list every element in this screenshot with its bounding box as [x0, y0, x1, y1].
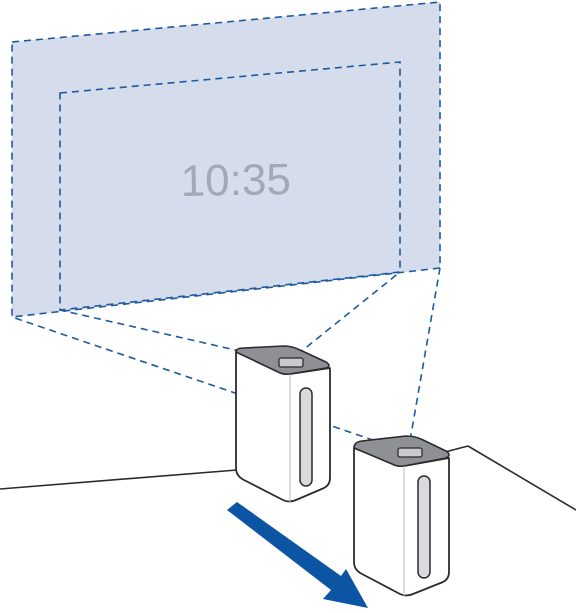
projection-beams-far: [11, 267, 441, 453]
floor-edge-right: [467, 445, 576, 511]
projector-near: [235, 345, 331, 503]
projector-far-lens: [397, 447, 423, 458]
projected-clock-text: 10:35: [180, 155, 291, 206]
projected-image-small: [59, 61, 401, 311]
projector-far-slot: [417, 475, 431, 579]
move-arrow-shape: [227, 502, 368, 608]
floor-edge-left: [0, 469, 238, 490]
floor-edge-back: [444, 445, 469, 453]
projected-image-small-area: [59, 61, 401, 311]
projector-far-body: [353, 447, 450, 597]
beam-far-upper: [407, 267, 441, 453]
projector-near-lens: [278, 357, 304, 368]
beam-near-upper: [287, 271, 401, 363]
projected-image-large-area: [11, 1, 441, 318]
projector-far: [353, 435, 450, 597]
projector-near-slot: [299, 387, 313, 487]
move-arrow-icon: [227, 502, 368, 608]
room-floor: [0, 445, 576, 511]
projected-image-large: [11, 1, 441, 318]
beam-far-lower: [11, 316, 409, 453]
